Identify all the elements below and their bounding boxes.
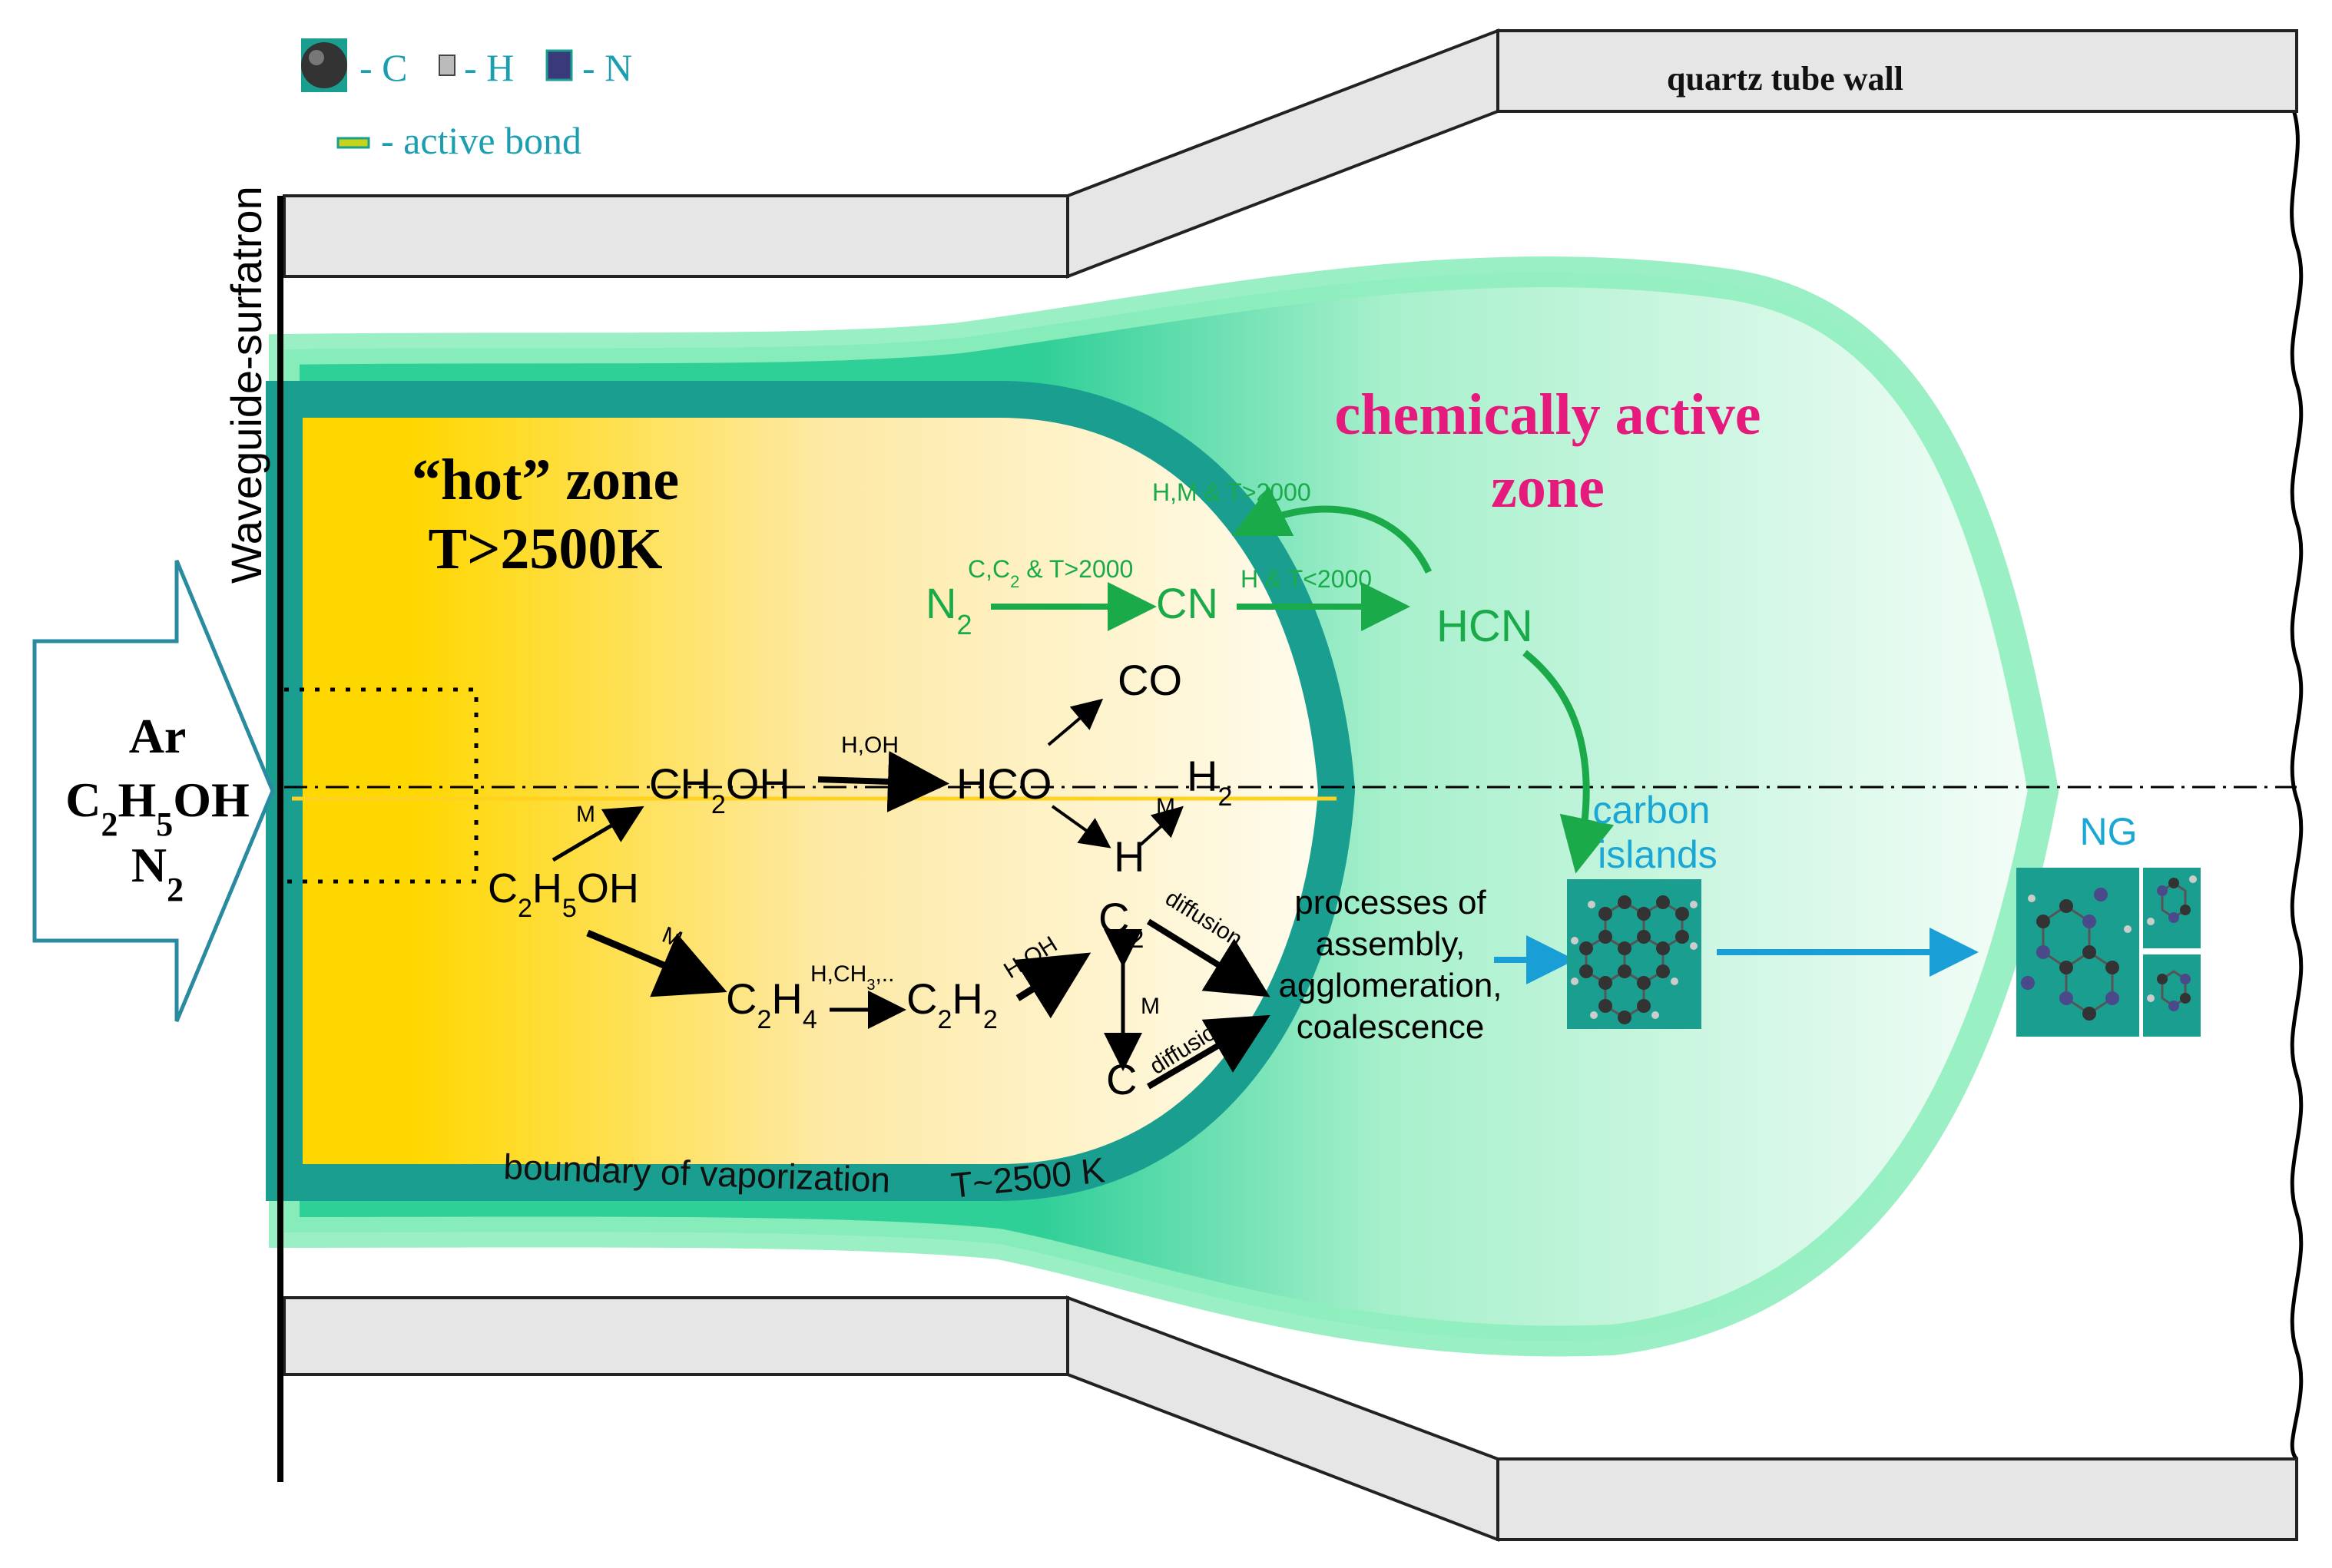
arrow-hco-h (1051, 805, 1111, 849)
arrow-h-h2 (1139, 806, 1184, 846)
waveguide-label: Waveguide-surfatron (222, 186, 270, 584)
carbon-islands-label-1: carbon (1593, 789, 1711, 832)
label-m-1: M (576, 802, 595, 827)
carbon-atom-icon (301, 42, 347, 88)
legend-nitrogen-label: - N (582, 46, 632, 89)
quartz-wall-label: quartz tube wall (1667, 60, 1903, 98)
arrow-hcn-carbon-islands (1522, 650, 1615, 874)
nitrogen-atom-icon (545, 49, 573, 81)
label-h-oh-1: H,OH (841, 733, 899, 758)
active-zone-title-2: zone (1491, 455, 1605, 520)
label-cn-hcn: H & T<2000 (1241, 565, 1372, 593)
arrow-hcn-cn (1231, 486, 1433, 574)
processes-line-4: coalescence (1297, 1008, 1485, 1046)
ng-image (2016, 868, 2201, 1037)
inlet-n2: N2 (131, 838, 184, 908)
legend-active-bond-label: - active bond (381, 119, 581, 162)
species-c2h2: C2H2 (906, 974, 998, 1034)
processes-line-1: processes of (1294, 884, 1486, 921)
species-hco: HCO (956, 759, 1052, 808)
species-n2: N2 (926, 579, 972, 640)
tube-right-edge (2290, 107, 2304, 1460)
label-hcn-cn: H,M & T>2000 (1152, 478, 1311, 506)
hydrogen-atom-icon (439, 55, 455, 76)
species-cn: CN (1156, 579, 1218, 627)
carbon-islands-image (1567, 879, 1701, 1029)
label-n2-cn: C,C2 & T>2000 (968, 555, 1133, 591)
quartz-wall-top (283, 28, 2298, 279)
hot-zone-title: “hot” zone (412, 448, 679, 512)
hot-zone-temperature: T>2500K (428, 517, 662, 581)
legend (301, 38, 573, 149)
processes-line-2: assembly, (1316, 925, 1466, 963)
inlet-arrow (32, 560, 275, 1022)
label-h-ch3: H,CH3,.. (810, 961, 894, 994)
legend-hydrogen-label: - H (464, 46, 514, 89)
dotted-region (284, 687, 479, 884)
arrow-c2h5oh-c2h4 (586, 929, 727, 997)
species-c2h5oh: C2H5OH (488, 865, 639, 923)
species-ch2oh: CH2OH (649, 759, 790, 819)
label-m-2: M (1156, 794, 1175, 819)
species-c2h4: C2H4 (726, 974, 817, 1034)
arrow-c2h2-c2 (1014, 952, 1091, 1019)
species-hcn: HCN (1436, 601, 1533, 651)
ng-label: NG (2080, 810, 2138, 853)
arrow-hco-co (1047, 698, 1104, 746)
active-zone-title: chemically active (1334, 382, 1761, 447)
processes-line-3: agglomeration, (1278, 967, 1502, 1004)
species-h2: H2 (1187, 752, 1232, 812)
quartz-wall-bottom (283, 1295, 2298, 1542)
species-h: H (1114, 832, 1144, 881)
active-bond-icon (336, 137, 370, 149)
inlet-ar: Ar (129, 709, 187, 763)
arrow-c2h5oh-ch2oh (552, 806, 644, 862)
species-c: C (1106, 1055, 1137, 1103)
species-co: CO (1118, 656, 1182, 704)
carbon-islands-label-2: islands (1598, 833, 1718, 876)
inlet-ethanol: C2H5OH (65, 772, 250, 843)
label-m-4: M (1141, 994, 1160, 1019)
arrow-ch2oh-hco (817, 750, 949, 812)
arrow-c2-processes (1146, 918, 1270, 997)
arrow-c-processes (1146, 1014, 1270, 1090)
legend-carbon-label: - C (359, 46, 408, 89)
